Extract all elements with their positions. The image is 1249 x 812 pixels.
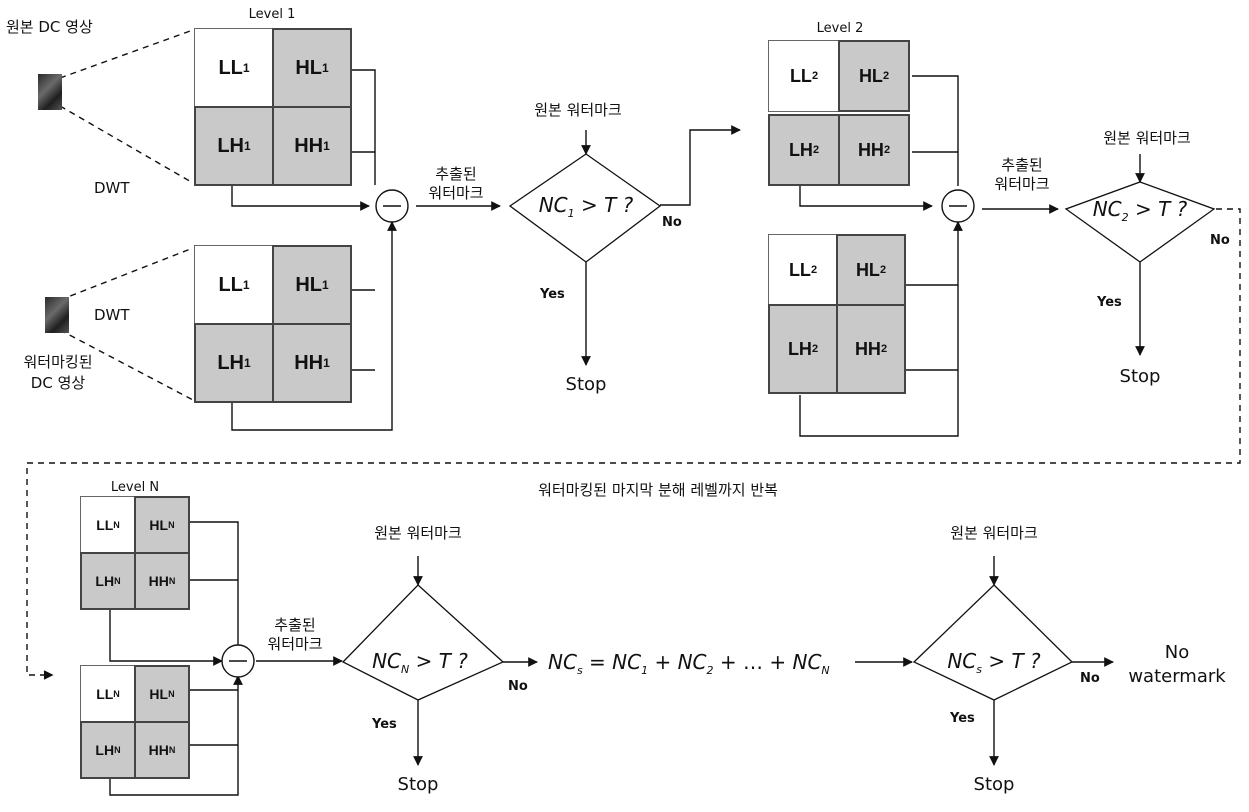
extracted-watermark-label: 워터마크 [267,637,322,652]
stop-label: Stop [398,776,439,794]
original-watermark-label: 원본 워터마크 [534,103,622,118]
decision-diamond-ncn [343,585,503,700]
connector-line [660,130,740,205]
original-watermark-label: 원본 워터마크 [950,526,1038,541]
watermarked-dc-image-thumbnail [45,297,69,333]
level-1-title: Level 1 [249,8,296,21]
level-2-title: Level 2 [817,22,864,35]
repeat-path-arrow [44,671,52,679]
extracted-watermark-label: 추출된 [435,167,476,182]
extracted-watermark-label: 추출된 [1001,158,1042,173]
original-watermark-label: 원본 워터마크 [1103,131,1191,146]
watermarked-dc-image-label: 워터마킹된 [23,355,92,370]
watermarked-dc-image-label: DC 영상 [31,376,85,391]
original-watermark-label: 원본 워터마크 [374,526,462,541]
projection-line [60,30,193,78]
decision-nc1-text: NC1 > T ? [539,195,634,219]
extracted-watermark-label: 워터마크 [428,186,483,201]
projection-line [60,106,193,183]
yes-label: Yes [1097,296,1122,309]
decision-diamond-ncs [914,585,1072,700]
no-label: No [1080,672,1100,685]
no-label: No [662,216,682,229]
no-watermark-label: watermark [1128,668,1225,686]
sum-formula: NCs = NC1 + NC2 + … + NCN [548,652,830,676]
stop-label: Stop [566,376,607,394]
projection-line [60,248,193,300]
connector-line [352,70,375,185]
repeat-note: 워터마킹된 마지막 분해 레벨까지 반복 [538,483,778,498]
decision-ncn-text: NCN > T ? [372,651,468,675]
dwt-label: DWT [94,181,130,196]
stop-label: Stop [1120,368,1161,386]
level-n-title: Level N [111,481,159,494]
decision-nc2-text: NC2 > T ? [1093,199,1188,223]
extracted-watermark-label: 추출된 [274,618,315,633]
yes-label: Yes [950,712,975,725]
no-label: No [1210,234,1230,247]
connector-line [232,185,369,206]
stop-label: Stop [974,776,1015,794]
yes-label: Yes [372,718,397,731]
original-dc-image-thumbnail [38,74,62,110]
no-watermark-label: No [1165,644,1189,662]
connector-line [190,522,238,645]
original-dc-image-label: 원본 DC 영상 [6,20,93,35]
connector-line [800,186,932,206]
connector-line [110,610,222,661]
decision-ncs-text: NCs > T ? [947,651,1040,675]
yes-label: Yes [540,288,565,301]
extracted-watermark-label: 워터마크 [994,177,1049,192]
connector-line [912,76,958,186]
dwt-label: DWT [94,308,130,323]
no-label: No [508,680,528,693]
